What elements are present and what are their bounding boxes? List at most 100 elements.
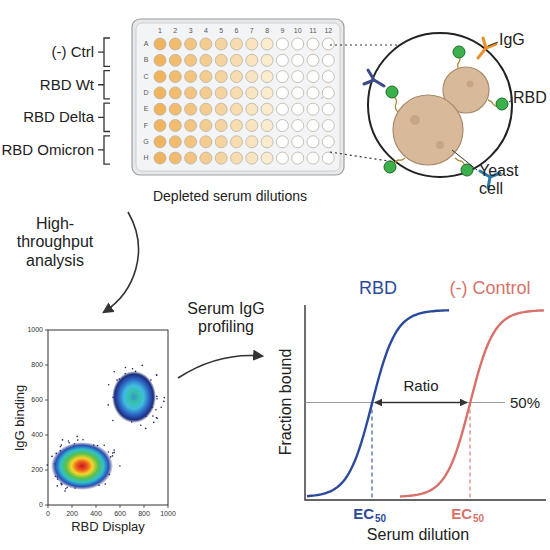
text-label: E <box>144 105 149 113</box>
plate-well <box>185 152 197 164</box>
yeast-cell-part <box>410 115 420 125</box>
yeast-cell-part <box>393 95 463 165</box>
plate-well <box>322 152 334 164</box>
row-bracket <box>98 136 110 164</box>
plate-well <box>276 120 288 132</box>
plate-well <box>276 103 288 115</box>
plate-well <box>185 54 197 66</box>
plate-well <box>261 54 273 66</box>
plate-well <box>154 103 166 115</box>
plate-well <box>307 54 319 66</box>
plot-dot <box>60 446 62 448</box>
well-plate-part <box>132 19 344 175</box>
plot-dot <box>145 428 147 430</box>
text-label: 50 <box>375 513 386 525</box>
plot-dot <box>68 442 70 444</box>
text-label: G <box>143 138 148 146</box>
yeast-cell <box>393 67 489 165</box>
plate-well <box>185 136 197 148</box>
zoom-lines-part <box>330 152 395 162</box>
plot-dot <box>140 424 142 426</box>
text-label: C <box>143 73 148 81</box>
plate-well <box>246 71 258 83</box>
text-label: EC <box>451 505 472 522</box>
text-label: 1000 <box>27 326 43 334</box>
text-label: H <box>143 154 148 162</box>
ratio-arrow <box>375 402 467 403</box>
plot-dot <box>112 452 114 454</box>
axis-tick <box>45 330 48 331</box>
igg-antibodies-part <box>364 70 384 86</box>
text-label: 1 <box>158 27 162 35</box>
plot-dot <box>152 415 154 417</box>
plate-well <box>307 136 319 148</box>
plate-well <box>322 136 334 148</box>
plot-dot <box>132 368 134 370</box>
zoom-circle-part <box>368 33 512 177</box>
text-label: (-) Ctrl <box>52 44 94 61</box>
plot-dot <box>104 483 106 485</box>
plot-dot <box>107 404 109 406</box>
text-label: RBD Omicron <box>1 141 94 158</box>
plate-well <box>169 54 181 66</box>
text-label: 600 <box>114 510 126 518</box>
plate-well <box>185 38 197 50</box>
text-label: 1000 <box>160 510 176 518</box>
plot-dot <box>153 422 155 424</box>
text-label: 5 <box>219 27 223 35</box>
zoom-lines-part <box>330 44 400 45</box>
plate-well <box>231 38 243 50</box>
plot-dot <box>142 365 144 367</box>
plate-well <box>276 152 288 164</box>
plate-well <box>246 152 258 164</box>
plate-well <box>215 38 227 50</box>
plate-well <box>200 103 212 115</box>
plate-well <box>246 120 258 132</box>
plot-dot <box>113 371 115 373</box>
half-line-part <box>305 402 505 403</box>
plot-dot <box>51 456 53 458</box>
plate-well <box>276 136 288 148</box>
text-label: Yeast cell <box>479 162 531 199</box>
leader-lines <box>452 42 512 170</box>
plot-dot <box>113 452 115 454</box>
plate-well <box>231 120 243 132</box>
rbd-domains <box>384 46 508 176</box>
axis-tick <box>45 505 48 506</box>
plate-well <box>215 120 227 132</box>
plot-dot <box>164 397 166 399</box>
axis-tick <box>48 505 49 508</box>
plot-dot <box>108 451 110 453</box>
plot-dot <box>156 396 158 398</box>
plate-well <box>292 54 304 66</box>
text-label: 200 <box>31 466 43 474</box>
plot-dots <box>46 365 165 492</box>
plate-well <box>276 38 288 50</box>
plate-well <box>246 54 258 66</box>
zoom-lines-part <box>321 97 322 98</box>
rbd-domains-part <box>496 98 508 110</box>
density-blobs-part <box>112 371 156 423</box>
igg-antibodies-part-part <box>478 38 496 58</box>
axis-tick <box>45 470 48 471</box>
plate-well <box>261 87 273 99</box>
plate-well <box>231 103 243 115</box>
plate-well <box>169 103 181 115</box>
plot-dot <box>82 439 84 441</box>
text-label: 50 <box>473 513 484 525</box>
plot-dot <box>113 449 115 451</box>
text-label: 2 <box>173 27 177 35</box>
leader-lines-part <box>452 150 477 170</box>
text-label: IgG binding <box>13 385 28 452</box>
flow-plot <box>48 330 168 505</box>
axis-tick <box>45 365 48 366</box>
plot-dot <box>108 384 110 386</box>
plate-well <box>322 38 334 50</box>
plate-well <box>276 54 288 66</box>
plate-well <box>215 103 227 115</box>
plate-well <box>322 103 334 115</box>
text-label: 400 <box>90 510 102 518</box>
well-plate <box>132 19 344 175</box>
text-label: RBD Display <box>71 520 145 535</box>
